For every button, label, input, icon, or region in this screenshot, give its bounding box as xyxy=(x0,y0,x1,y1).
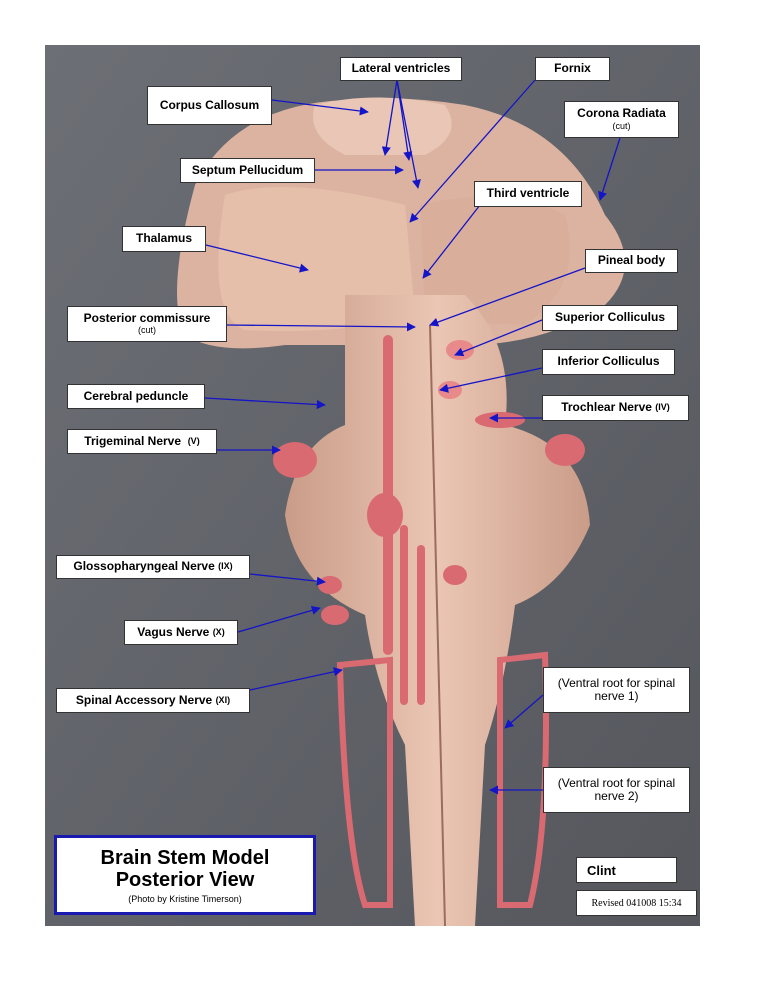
trochlear-nerve-shape xyxy=(475,412,525,428)
label-number: (X) xyxy=(212,626,225,637)
label-thalamus: Thalamus xyxy=(122,226,206,252)
label-text: (Ventral root for spinal nerve 1) xyxy=(557,675,676,703)
label-trochlear-nerve: Trochlear Nerve (IV) xyxy=(542,395,689,421)
label-superior-colliculus: Superior Colliculus xyxy=(542,305,678,331)
label-corpus-callosum: Corpus Callosum xyxy=(147,86,272,125)
label-number: (V) xyxy=(187,435,200,446)
label-text: Lateral ventricles xyxy=(351,61,451,76)
colliculus-inferior xyxy=(438,381,462,399)
glossopharyngeal-shape xyxy=(318,576,342,594)
label-text: Inferior Colliculus xyxy=(557,354,660,369)
trigeminal-nerve-shape xyxy=(273,442,317,478)
label-text: Posterior commissure xyxy=(83,310,211,325)
label-text: Vagus Nerve xyxy=(137,624,210,639)
title-box: Brain Stem Model Posterior View (Photo b… xyxy=(54,835,316,915)
label-text: Septum Pellucidum xyxy=(191,162,304,177)
label-third-ventricle: Third ventricle xyxy=(474,181,582,207)
photo-credit: (Photo by Kristine Timerson) xyxy=(128,893,242,904)
vagus-shape xyxy=(321,605,349,625)
label-glossopharyngeal-nerve: Glossopharyngeal Nerve (IX) xyxy=(56,555,250,579)
label-text: Thalamus xyxy=(135,231,192,246)
label-text: Spinal Accessory Nerve xyxy=(75,692,213,707)
label-text: Corpus Callosum xyxy=(159,97,260,112)
label-cerebral-peduncle: Cerebral peduncle xyxy=(67,384,205,409)
label-number: (XI) xyxy=(215,694,231,705)
label-ventral-root-1: (Ventral root for spinal nerve 1) xyxy=(543,667,690,713)
cord-nerve-strip-2 xyxy=(400,525,408,705)
label-number: (IX) xyxy=(218,561,233,572)
corpus-callosum-region xyxy=(313,97,452,155)
revised-box: Revised 041008 15:34 xyxy=(576,890,697,916)
label-number: (IV) xyxy=(655,402,670,413)
author-box: Clint xyxy=(576,857,677,883)
label-inferior-colliculus: Inferior Colliculus xyxy=(542,349,675,375)
spinal-roots-left xyxy=(336,656,393,908)
trigeminal-nerve-shape-right xyxy=(545,434,585,466)
label-fornix: Fornix xyxy=(535,57,610,81)
label-lateral-ventricles: Lateral ventricles xyxy=(340,57,462,81)
label-ventral-root-2: (Ventral root for spinal nerve 2) xyxy=(543,767,690,813)
label-text: Fornix xyxy=(554,61,591,76)
label-text: Glossopharyngeal Nerve xyxy=(73,559,215,574)
label-posterior-commissure: Posterior commissure (cut) xyxy=(67,306,227,342)
label-text: Trochlear Nerve xyxy=(561,400,652,415)
label-text: Corona Radiata xyxy=(577,106,666,121)
label-pineal-body: Pineal body xyxy=(585,249,678,273)
label-note: (cut) xyxy=(138,325,156,336)
label-note: (cut) xyxy=(612,120,631,131)
label-text: Cerebral peduncle xyxy=(83,388,189,403)
colliculus-superior xyxy=(446,340,474,360)
medulla-nodule xyxy=(443,565,467,585)
label-text: (Ventral root for spinal nerve 2) xyxy=(557,775,676,803)
label-text: Superior Colliculus xyxy=(554,310,665,325)
cord-nerve-strip-3 xyxy=(417,545,425,705)
label-corona-radiata: Corona Radiata (cut) xyxy=(564,101,679,138)
title-line-1: Brain Stem Model xyxy=(100,846,270,869)
label-vagus-nerve: Vagus Nerve (X) xyxy=(124,620,238,645)
label-spinal-accessory-nerve: Spinal Accessory Nerve (XI) xyxy=(56,688,250,713)
label-text: Pineal body xyxy=(597,253,666,268)
medulla-nodule-2 xyxy=(367,493,403,537)
label-trigeminal-nerve: Trigeminal Nerve (V) xyxy=(67,429,217,454)
label-text: Trigeminal Nerve xyxy=(84,433,182,448)
label-septum-pellucidum: Septum Pellucidum xyxy=(180,158,315,183)
title-line-2: Posterior View xyxy=(115,868,255,891)
central-fissure xyxy=(429,324,446,926)
label-text: Third ventricle xyxy=(486,186,570,201)
